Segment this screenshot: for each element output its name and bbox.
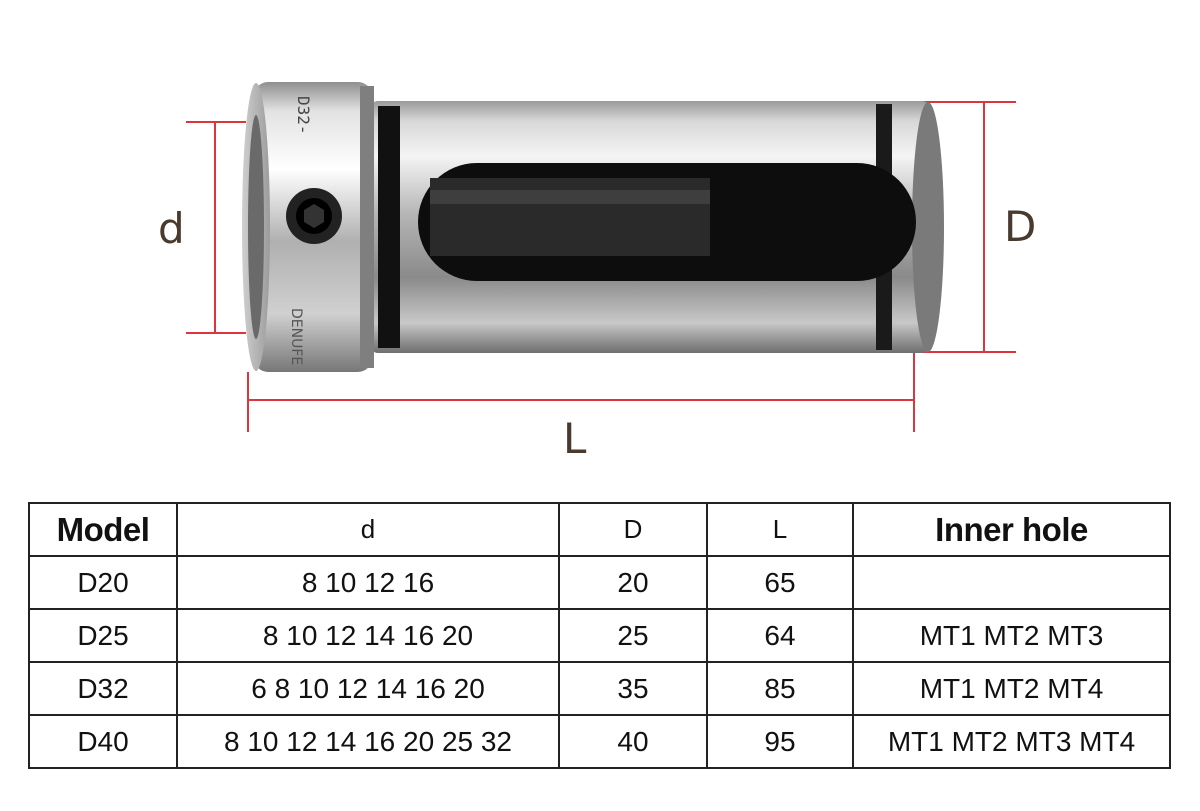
cell-model: D32 <box>28 661 178 716</box>
cell-model: D20 <box>28 555 178 610</box>
header-model: Model <box>28 502 178 557</box>
cell-d: 8 10 12 14 16 20 <box>176 608 560 663</box>
cell-D: 25 <box>558 608 708 663</box>
sleeve-collar: D32- DENUFE <box>242 82 374 372</box>
table-row: D20 8 10 12 16 20 65 <box>28 555 1171 610</box>
svg-text:D32-: D32- <box>294 96 313 135</box>
cell-d: 8 10 12 16 <box>176 555 560 610</box>
table-header-row: Model d D L Inner hole <box>28 502 1171 557</box>
product-figure: D32- DENUFE d D L <box>158 82 1037 463</box>
specification-table: Model d D L Inner hole D20 8 10 12 16 20… <box>28 502 1171 769</box>
cell-inner-hole: MT1 MT2 MT3 <box>852 608 1171 663</box>
table-row: D32 6 8 10 12 14 16 20 35 85 MT1 MT2 MT4 <box>28 661 1171 716</box>
cell-model: D40 <box>28 714 178 769</box>
cell-d: 6 8 10 12 14 16 20 <box>176 661 560 716</box>
header-inner-hole: Inner hole <box>852 502 1171 557</box>
cell-D: 35 <box>558 661 708 716</box>
cell-inner-hole: MT1 MT2 MT3 MT4 <box>852 714 1171 769</box>
dimension-label-length: L <box>563 414 587 463</box>
cell-L: 95 <box>706 714 854 769</box>
cell-inner-hole <box>852 555 1171 610</box>
svg-text:DENUFE: DENUFE <box>288 308 304 365</box>
dimension-label-inner-diameter: d <box>158 204 185 253</box>
cell-D: 40 <box>558 714 708 769</box>
cell-L: 64 <box>706 608 854 663</box>
boring-bar-sleeve-illustration: D32- DENUFE <box>186 82 1016 432</box>
cell-inner-hole: MT1 MT2 MT4 <box>852 661 1171 716</box>
header-D: D <box>558 502 708 557</box>
table-row: D40 8 10 12 14 16 20 25 32 40 95 MT1 MT2… <box>28 714 1171 769</box>
cell-L: 85 <box>706 661 854 716</box>
header-d: d <box>176 502 560 557</box>
table-row: D25 8 10 12 14 16 20 25 64 MT1 MT2 MT3 <box>28 608 1171 663</box>
header-L: L <box>706 502 854 557</box>
cell-d: 8 10 12 14 16 20 25 32 <box>176 714 560 769</box>
sleeve-body <box>370 101 944 353</box>
dimension-lines <box>186 101 1016 432</box>
dimension-label-outer-diameter: D <box>1004 202 1037 251</box>
cell-model: D25 <box>28 608 178 663</box>
cell-D: 20 <box>558 555 708 610</box>
cell-L: 65 <box>706 555 854 610</box>
